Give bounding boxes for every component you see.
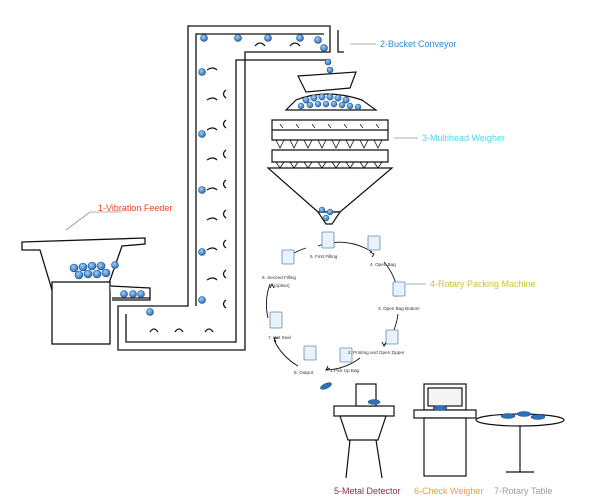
bag-icons [269, 231, 406, 363]
metal-detector [333, 383, 395, 479]
step-8: 8. Output [294, 370, 313, 375]
label-vibration-feeder: 1-Vibration Feeder [98, 203, 173, 213]
feeder-balls [69, 261, 145, 298]
step-4: 4. Open Bag [370, 262, 396, 267]
label-check-weigher: 6-Check Weigher [414, 486, 484, 496]
leader-lines [65, 43, 426, 285]
step-6-option: (option) [274, 283, 290, 288]
bucket-conveyor [117, 25, 344, 351]
weigher-buckets [275, 123, 383, 169]
check-weigher [413, 383, 477, 477]
label-multihead-weigher: 3-Multihead Weigher [422, 133, 505, 143]
label-metal-detector: 5-Metal Detector [334, 486, 401, 496]
step-5: 5. First Filling [310, 254, 338, 259]
rotary-table [475, 413, 565, 473]
step-6: 6. Second Filling [262, 275, 296, 280]
label-rotary-packing-machine: 4-Rotary Packing Machine [430, 279, 536, 289]
weigher-balls [297, 93, 362, 222]
output-bags [320, 382, 546, 420]
step-7: 7. Hot Seal [268, 335, 291, 340]
step-1: 1.Pick Up Bag [330, 368, 360, 373]
label-bucket-conveyor: 2-Bucket Conveyor [380, 39, 457, 49]
label-rotary-table: 7-Rotary Table [494, 486, 553, 496]
step-3: 3. Open Bag Bottom [378, 306, 420, 311]
step-2: 2. Printing and Open Zipper [348, 350, 405, 355]
conveyor-buckets [146, 34, 334, 316]
